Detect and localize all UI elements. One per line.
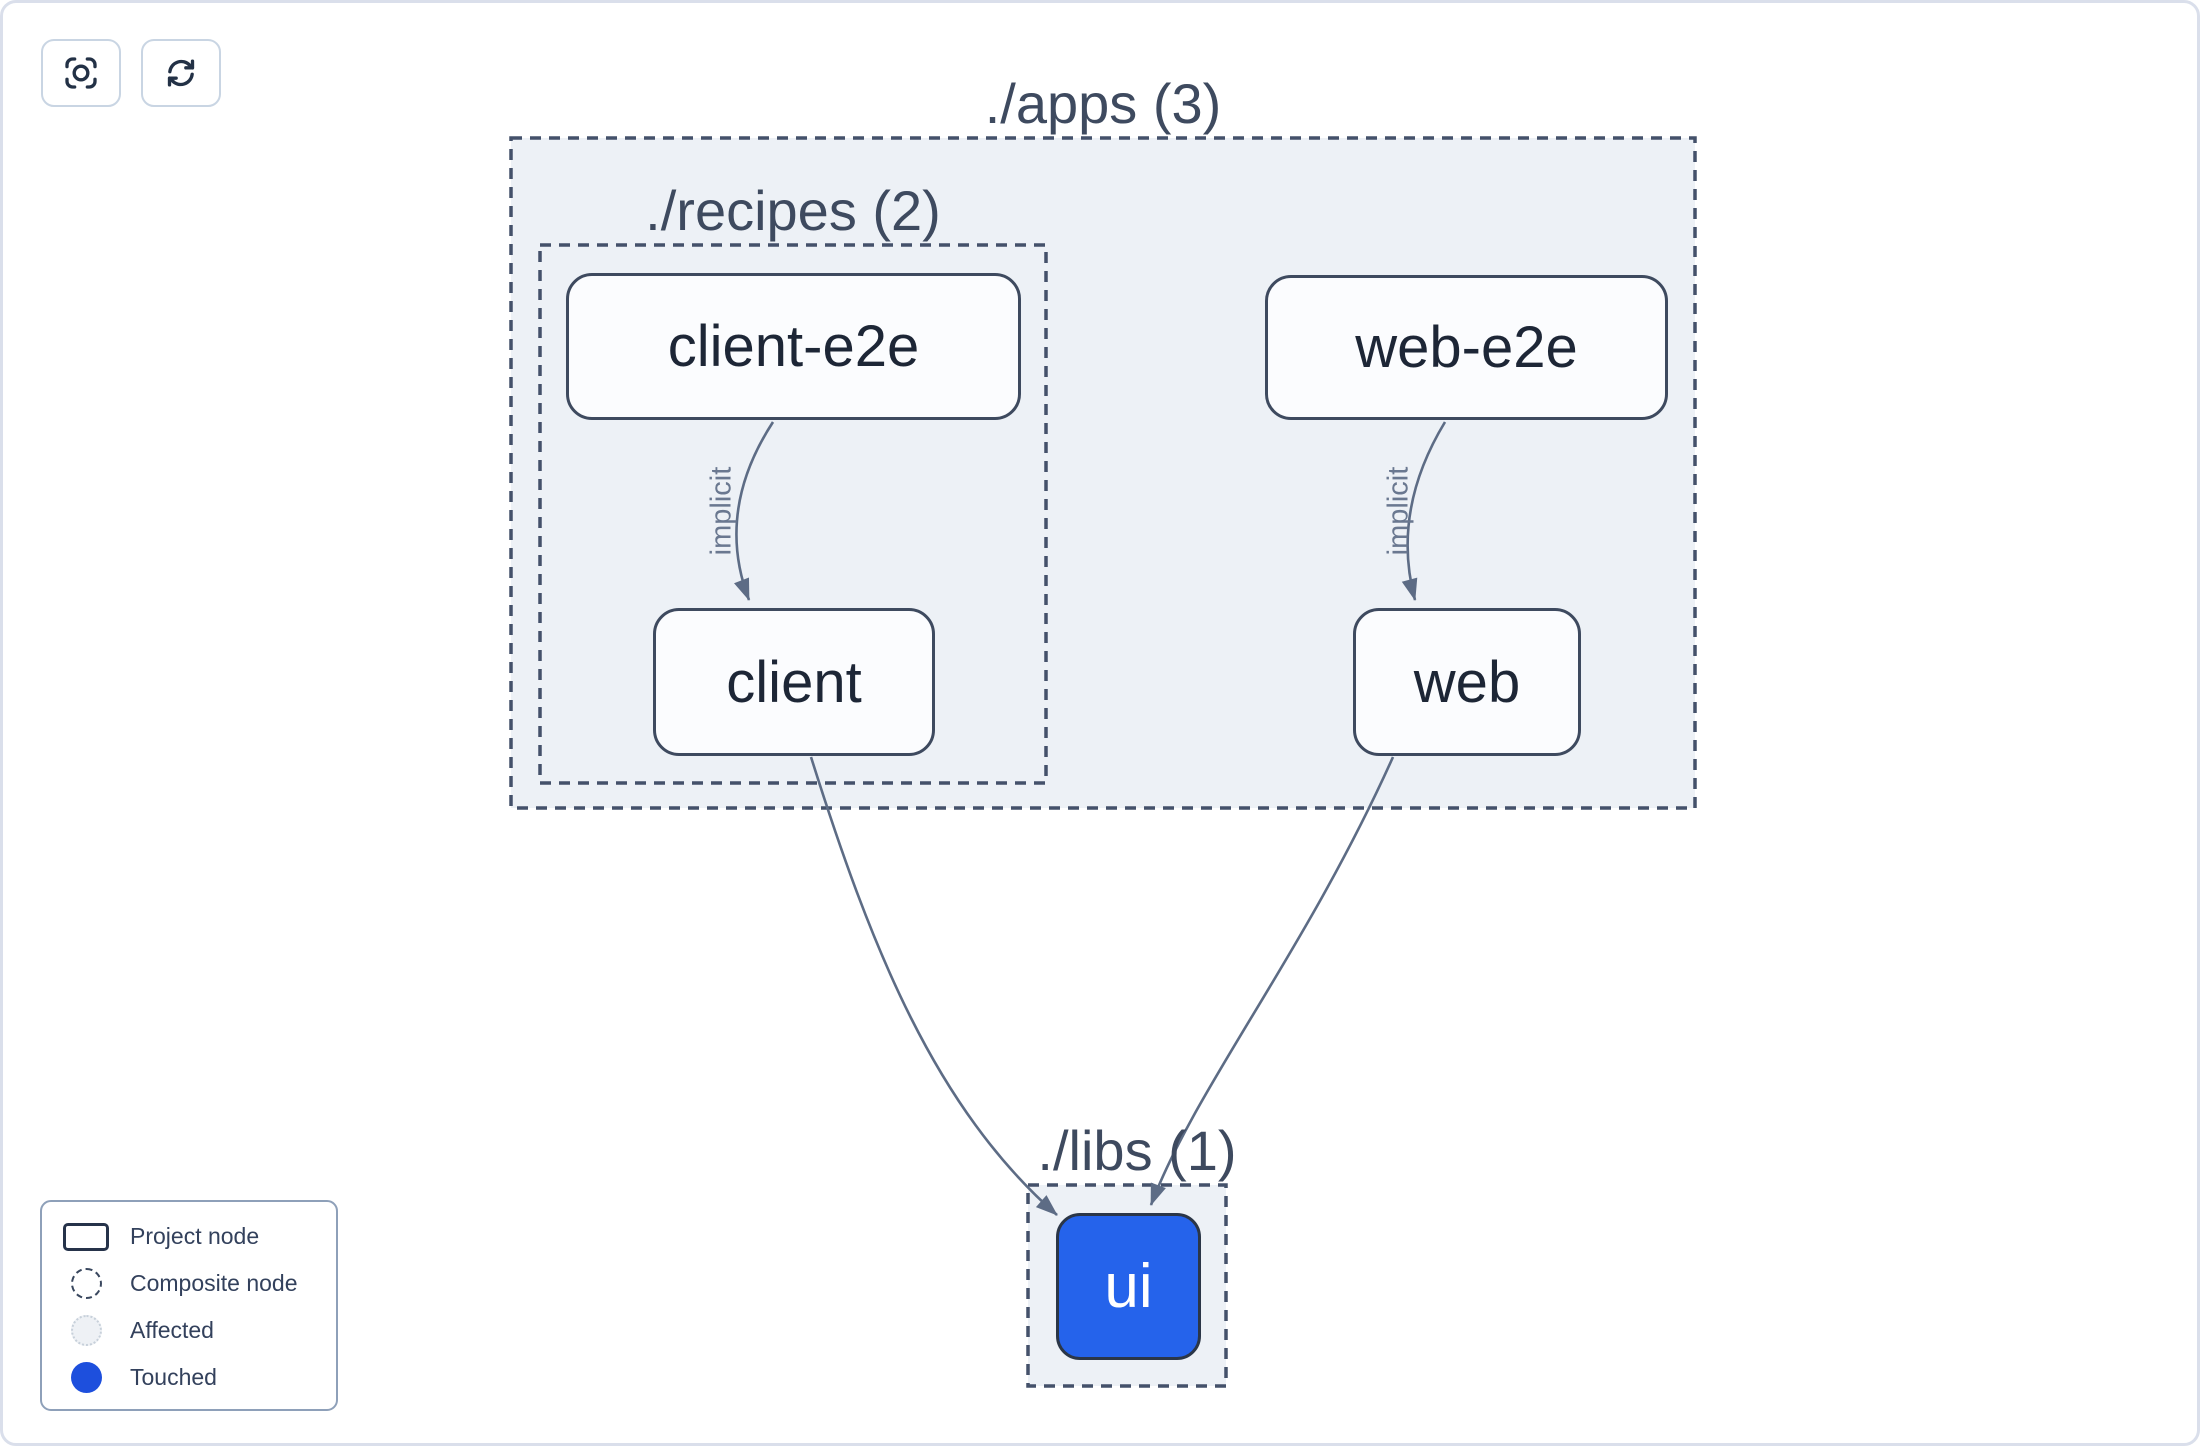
project-node-swatch <box>63 1222 109 1251</box>
composite-label-apps[interactable]: ./apps (3) <box>984 72 1222 135</box>
project-node-client[interactable]: client <box>653 608 935 756</box>
legend-item-composite-node: Composite node <box>42 1260 336 1307</box>
affected-swatch <box>70 1315 102 1346</box>
composite-node-swatch <box>70 1268 102 1299</box>
project-node-client-e2e[interactable]: client-e2e <box>566 273 1021 420</box>
legend-label: Touched <box>130 1364 217 1390</box>
composite-label-recipes[interactable]: ./recipes (2) <box>645 179 941 242</box>
node-label: ui <box>1104 1252 1153 1321</box>
crosshair-focus-icon <box>65 57 97 89</box>
legend-item-touched: Touched <box>42 1354 336 1401</box>
legend: Project node Composite node Affected Tou… <box>40 1200 338 1411</box>
touched-swatch <box>70 1362 102 1393</box>
project-node-ui[interactable]: ui <box>1056 1213 1201 1360</box>
edge-label-implicit-client: implicit <box>705 466 738 556</box>
edge-web-e2e-to-web[interactable] <box>1401 421 1447 601</box>
edge-client-e2e-to-client[interactable] <box>734 421 775 601</box>
node-label: client <box>726 649 862 715</box>
refresh-icon <box>167 59 195 87</box>
edge-client-to-ui[interactable] <box>809 756 1058 1216</box>
legend-item-affected: Affected <box>42 1307 336 1354</box>
edge-label-implicit-web: implicit <box>1382 466 1415 556</box>
node-label: web-e2e <box>1355 315 1578 380</box>
node-label: web <box>1413 649 1521 715</box>
project-node-web[interactable]: web <box>1353 608 1581 756</box>
center-graph-button[interactable] <box>41 39 121 107</box>
project-node-web-e2e[interactable]: web-e2e <box>1265 275 1668 420</box>
legend-label: Composite node <box>130 1270 298 1296</box>
legend-item-project-node: Project node <box>42 1213 336 1260</box>
legend-label: Project node <box>130 1223 260 1249</box>
refresh-graph-button[interactable] <box>141 39 221 107</box>
edge-web-to-ui[interactable] <box>1149 756 1395 1206</box>
graph-toolbar <box>41 39 221 107</box>
composite-label-libs[interactable]: ./libs (1) <box>1037 1119 1237 1182</box>
legend-label: Affected <box>130 1317 214 1343</box>
node-label: client-e2e <box>667 314 920 379</box>
